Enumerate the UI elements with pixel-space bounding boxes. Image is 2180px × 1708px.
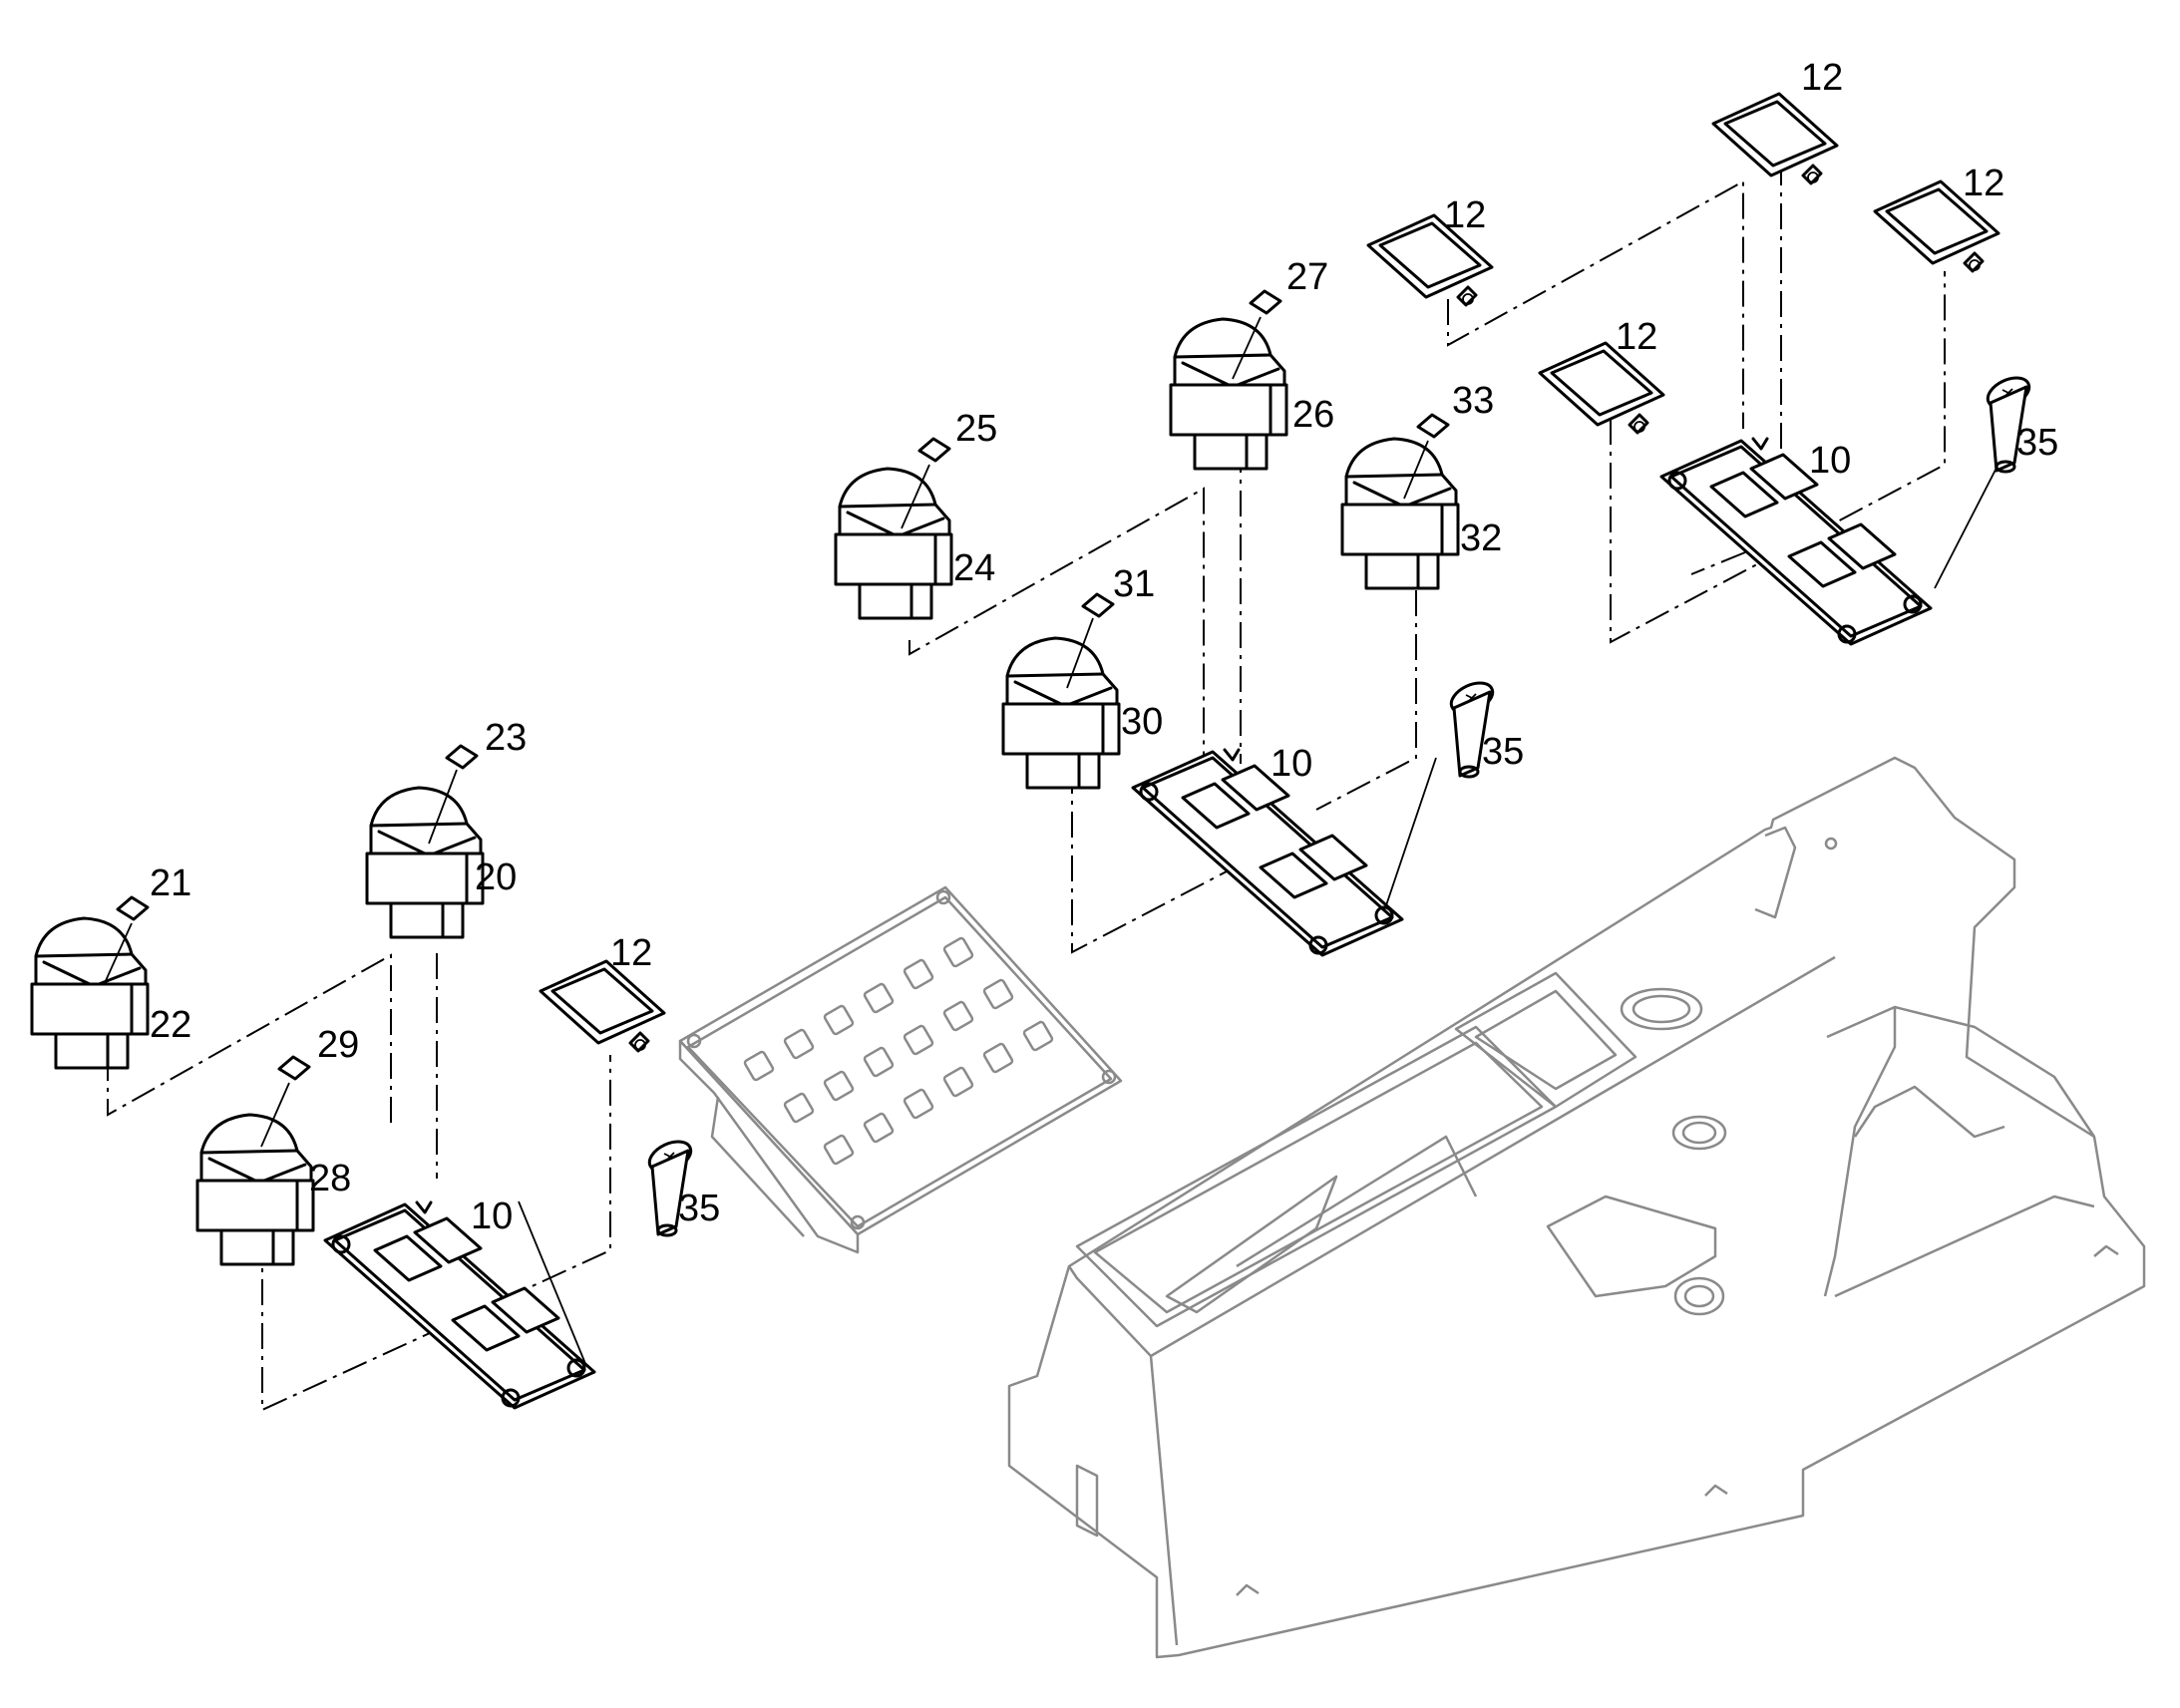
switch-label-panel [678, 885, 1123, 1254]
switch-cap-27 [1249, 289, 1282, 315]
rocker-switch-28 [195, 1113, 315, 1266]
callout-29: 29 [317, 1024, 359, 1066]
switch-cap-25 [917, 437, 951, 463]
callout-31: 31 [1113, 563, 1155, 605]
switch-cap-23 [445, 744, 479, 770]
callout-32: 32 [1460, 517, 1502, 559]
rocker-switch-26 [1169, 317, 1288, 471]
bezel-frame-12 [539, 959, 666, 1053]
right-switch-group [1366, 92, 2035, 646]
callout-10-middle: 10 [1271, 743, 1312, 785]
rocker-switch-20 [365, 786, 485, 939]
callout-12-lower-middle: 12 [1616, 316, 1657, 358]
callout-10-left: 10 [471, 1196, 513, 1237]
callout-12-left: 12 [610, 932, 652, 974]
switch-cap-31 [1081, 592, 1115, 618]
switch-cap-21 [116, 895, 150, 921]
callout-12-top: 12 [1801, 57, 1843, 99]
callout-35-right: 35 [2016, 422, 2058, 464]
switch-cap-29 [277, 1055, 311, 1081]
callout-20: 20 [475, 856, 517, 898]
mounting-plate-10 [1659, 437, 1933, 646]
mounting-plate-10 [323, 1200, 596, 1410]
callout-12-right: 12 [1963, 163, 2004, 204]
callout-33: 33 [1452, 380, 1494, 422]
rocker-switch-22 [30, 916, 150, 1070]
bezel-frame-12 [1711, 92, 1839, 185]
callout-24: 24 [953, 547, 995, 589]
callout-35-middle: 35 [1482, 731, 1524, 773]
left-switch-group [30, 744, 697, 1412]
middle-switch-group [834, 289, 1499, 957]
callout-28: 28 [309, 1158, 351, 1199]
center-console-housing [1007, 756, 2146, 1659]
callout-26: 26 [1292, 394, 1334, 436]
rocker-switch-32 [1340, 437, 1460, 590]
callout-27: 27 [1286, 256, 1328, 298]
switch-cap-33 [1416, 413, 1450, 439]
callout-25: 25 [955, 408, 997, 450]
callout-labels: 21 22 23 20 29 28 12 10 35 25 24 31 30 2… [150, 57, 2058, 1237]
rocker-switch-24 [834, 467, 953, 620]
callout-10-right: 10 [1809, 440, 1851, 482]
callout-12-upper-middle: 12 [1444, 194, 1486, 236]
callout-22: 22 [150, 1004, 191, 1046]
mounting-plate-10 [1131, 748, 1404, 957]
callout-23: 23 [485, 717, 527, 759]
rocker-switch-30 [1001, 636, 1121, 790]
callout-30: 30 [1121, 701, 1163, 743]
callout-21: 21 [150, 862, 191, 904]
callout-35-left: 35 [678, 1188, 720, 1229]
